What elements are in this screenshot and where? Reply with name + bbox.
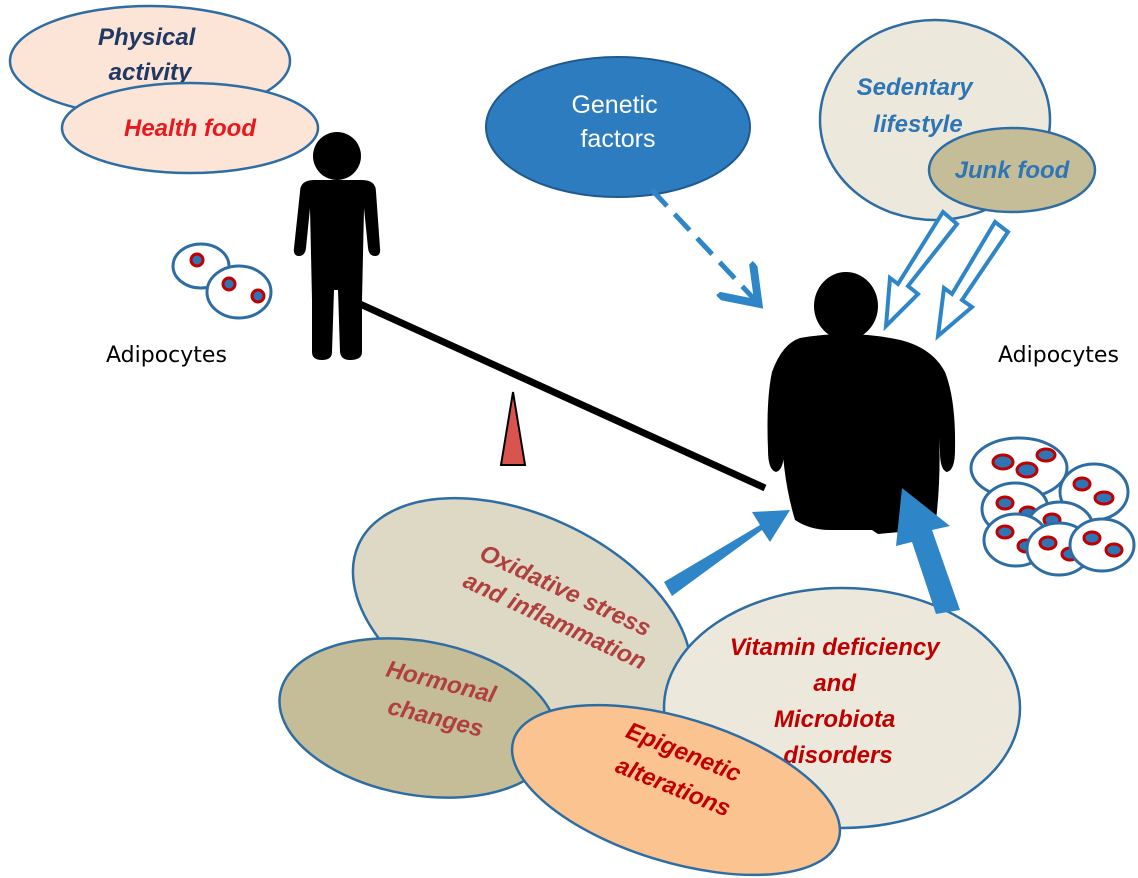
vitamin-deficiency-label: Vitamin deficiency and Microbiota disord… — [730, 634, 947, 769]
health-food-label: Health food — [124, 115, 257, 142]
junk-food-label: Junk food — [955, 157, 1071, 184]
genetic-factors-ellipse — [485, 56, 751, 198]
seesaw-fulcrum — [499, 391, 527, 466]
genetic-dashed-arrow — [650, 188, 755, 300]
lean-adipocytes-icon — [171, 242, 273, 320]
adipocytes-right-label: Adipocytes — [998, 343, 1119, 368]
sedentary-arrow — [883, 208, 960, 332]
junk-food-arrow — [935, 219, 1011, 341]
seesaw-beam — [358, 300, 767, 492]
obese-adipocytes-icon — [969, 436, 1136, 577]
thin-person-silhouette — [293, 132, 381, 360]
epigenetic-ellipse — [510, 703, 842, 877]
physical-activity-label: Physical activity — [98, 24, 202, 86]
vitamin-deficiency-arrow — [896, 488, 960, 614]
sedentary-lifestyle-label: Sedentary lifestyle — [857, 74, 980, 138]
genetic-factors-label: Genetic factors — [571, 91, 664, 153]
adipocytes-left-label: Adipocytes — [106, 343, 227, 368]
oxidative-stress-arrow — [664, 510, 790, 596]
junk-food-ellipse — [927, 126, 1097, 214]
health-food-ellipse — [60, 81, 320, 175]
obese-person-silhouette — [767, 272, 956, 534]
